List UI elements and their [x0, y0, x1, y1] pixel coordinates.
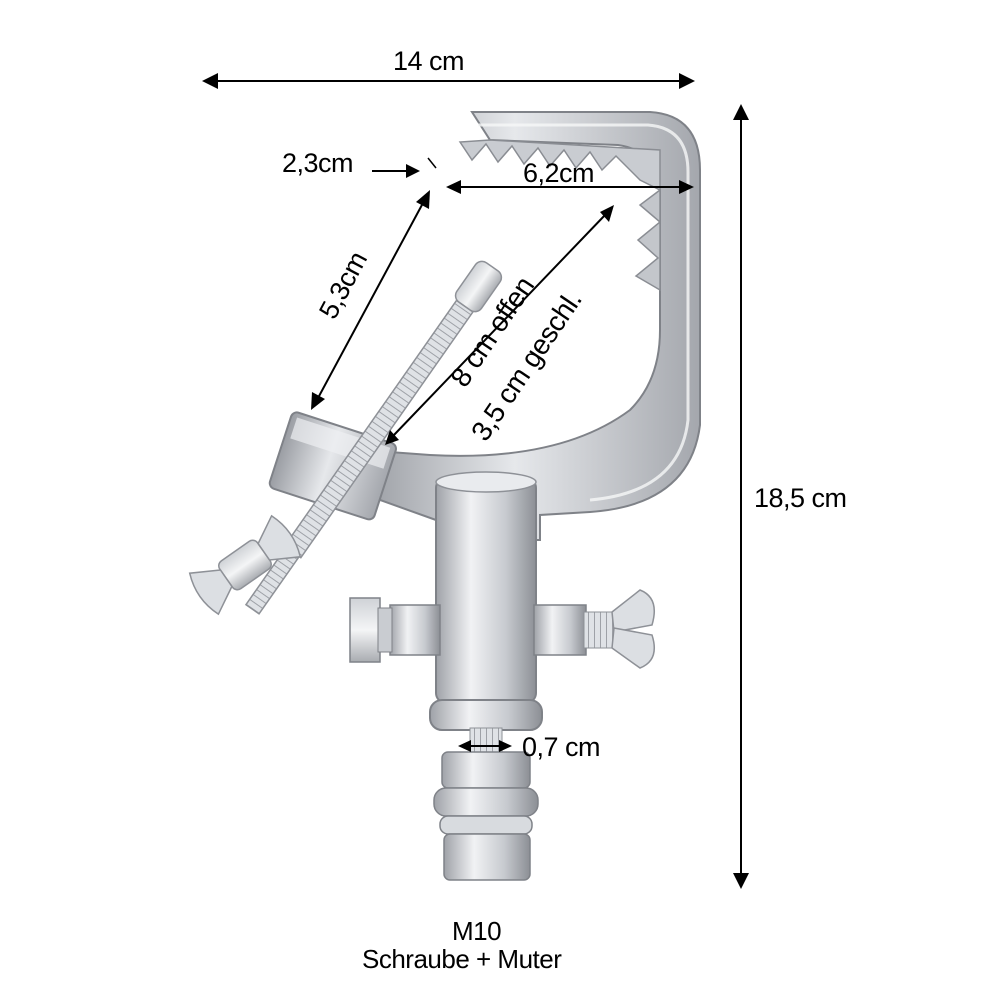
arrow-bolt-diameter	[458, 740, 512, 752]
arrow-opening	[385, 205, 614, 445]
bolt-caption-description: Schraube + Muter	[362, 944, 562, 974]
arrow-width	[202, 73, 695, 89]
mounting-tube	[429, 471, 543, 731]
clamp-screw	[244, 260, 503, 615]
bolt-caption-size: M10	[452, 916, 502, 946]
inner-width-label: 6,2cm	[523, 158, 595, 188]
height-label: 18,5 cm	[754, 483, 847, 513]
side-set-screw	[349, 597, 441, 663]
clamp-frame	[361, 111, 701, 541]
arrow-jaw-tip	[372, 157, 437, 178]
dimension-lines	[202, 73, 749, 889]
bottom-bolt	[433, 727, 539, 881]
wing-nut-right	[533, 589, 655, 669]
wing-nut-left	[188, 514, 302, 616]
width-label: 14 cm	[393, 46, 465, 76]
arrow-arm-length	[311, 190, 430, 410]
arrow-inner-width	[446, 180, 694, 194]
jaw-tip-label: 2,3cm	[282, 148, 354, 178]
arrow-height	[733, 104, 749, 889]
bolt-diameter-label: 0,7 cm	[522, 732, 601, 762]
